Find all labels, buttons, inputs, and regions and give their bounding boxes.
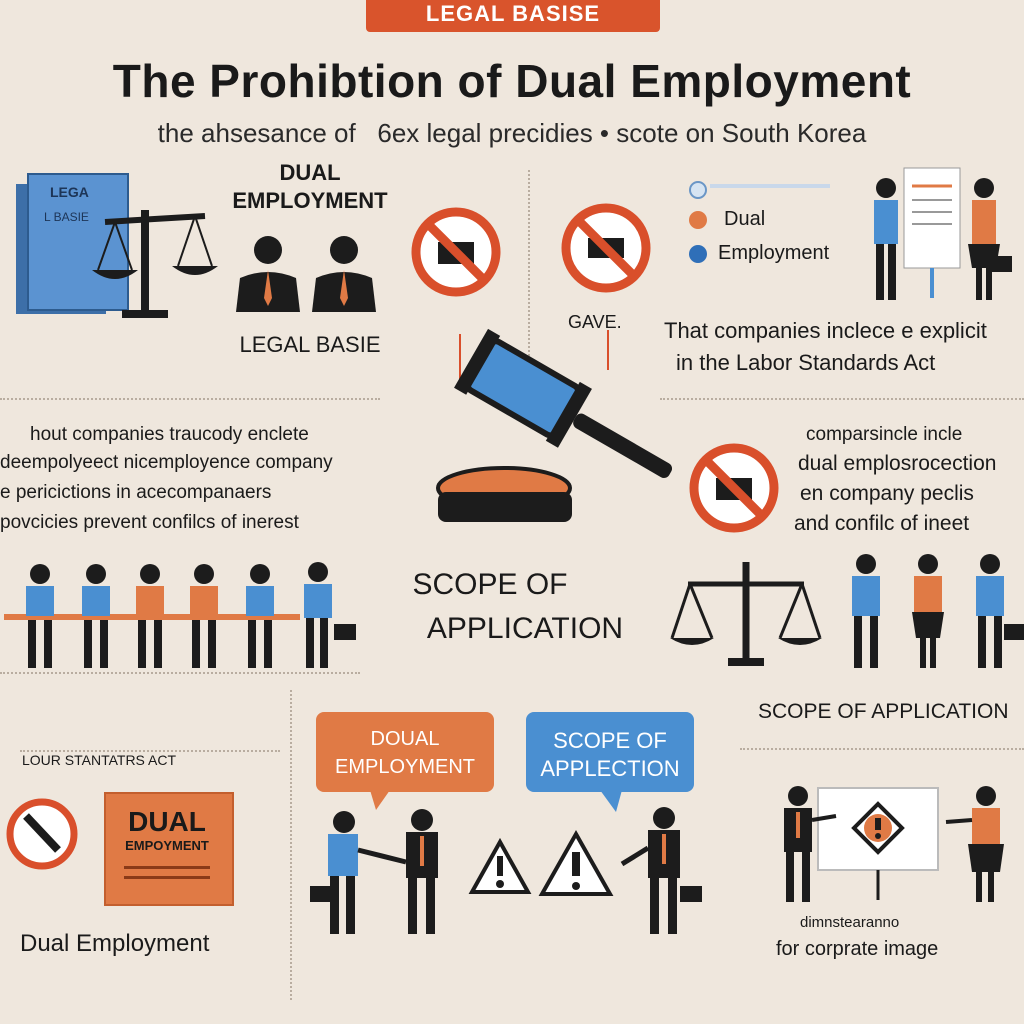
divider: [660, 398, 1024, 400]
document-subtitle: EMPOYMENT: [125, 838, 209, 853]
section-heading: EMPLOYMENT: [232, 188, 388, 213]
info-text: en company peclis: [800, 482, 974, 505]
legend-bar: [710, 184, 830, 188]
info-text: deempolyeect nicemployence company: [0, 452, 333, 473]
document-card: [104, 792, 234, 906]
legend-dot-icon: [689, 245, 707, 263]
legend-dot-icon: [689, 181, 707, 199]
info-text: comparsincle incle: [806, 424, 963, 445]
page-title: The Prohibtion of Dual Employment: [112, 55, 912, 107]
prohibition-icon: [689, 443, 779, 533]
speech-bubble-orange: [316, 712, 494, 792]
people-group-icon: [852, 554, 1024, 668]
prohibition-icon: [411, 207, 501, 297]
divider: [528, 170, 530, 380]
document-line: [124, 866, 210, 869]
caption: SCOPE OF APPLICATION: [758, 700, 1009, 723]
prohibition-icon: [561, 203, 651, 293]
bubble-text: EMPLOYMENT: [334, 756, 476, 778]
bubble-text: SCOPE OF: [553, 728, 667, 753]
section-heading: APPLICATION: [426, 612, 624, 645]
section-heading: SCOPE OF: [412, 568, 568, 601]
document-line: [124, 876, 210, 879]
prohibition-icon: [6, 798, 78, 870]
divider: [20, 750, 280, 752]
divider: [0, 672, 360, 674]
document-title: DUAL: [128, 806, 206, 837]
employees-row-illustration: [4, 562, 356, 668]
header-tag: LEGAL BASISE: [366, 0, 660, 32]
caption: dimnstearanno: [800, 914, 900, 931]
info-text: in the Labor Standards Act: [676, 350, 936, 375]
caption: Dual Employment: [20, 930, 210, 957]
info-text: hout companies traucody enclete: [30, 424, 309, 445]
scales-icon: [670, 562, 822, 666]
bubble-text: DOUAL: [370, 728, 440, 750]
book-label: LEGA: [50, 184, 89, 200]
presentation-illustration: [784, 786, 1004, 902]
legend-label: Dual: [724, 208, 766, 230]
act-label: LOUR STANTATRS ACT: [22, 752, 177, 768]
info-text: dual emplosrocection: [798, 452, 997, 475]
section-heading: DUAL: [279, 160, 341, 185]
info-text: e pericictions in acecompanaers: [0, 482, 272, 503]
bubble-text: APPLECTION: [540, 756, 680, 781]
speech-bubble-blue: [526, 712, 694, 792]
gavel-icon: [436, 328, 672, 522]
divider: [290, 690, 292, 1000]
legend-dot-icon: [689, 211, 707, 229]
legend-dots: [689, 181, 707, 263]
page-subtitle: the ahsesance of 6ex legal precidies • s…: [157, 118, 867, 148]
legal-basis-illustration: [16, 173, 218, 318]
contract-meeting-icon: [874, 167, 1012, 300]
caption: LEGAL BASIE: [239, 332, 381, 357]
info-text: That companies inclece e explicit: [664, 318, 987, 343]
info-text: and confilc of ineet: [794, 512, 970, 535]
book-label: L BASIE: [44, 210, 89, 224]
divider: [740, 748, 1024, 750]
meeting-illustration: [310, 790, 702, 934]
caption: GAVE.: [568, 312, 622, 332]
legend-label: Employment: [718, 242, 830, 264]
info-text: povcicies prevent confilcs of inerest: [0, 512, 299, 533]
two-businessmen-icon: [236, 236, 376, 312]
divider: [0, 398, 380, 400]
caption: for corprate image: [776, 938, 939, 960]
document-icon: [903, 167, 961, 269]
